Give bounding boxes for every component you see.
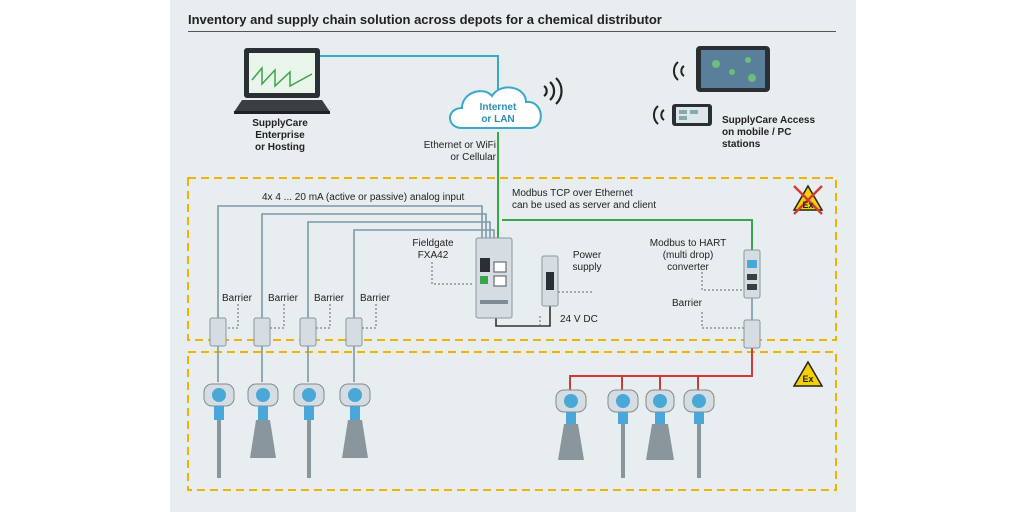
ex-hazard-symbol-zone1: Ex	[792, 360, 824, 387]
modbus-hart-converter-icon	[743, 249, 761, 299]
barrier-label-4: Barrier	[360, 293, 391, 304]
fieldgate-device-icon	[475, 237, 513, 319]
callout-lines	[224, 262, 744, 329]
modbus-tcp-link	[502, 219, 753, 250]
zone-2-boundary	[187, 177, 837, 341]
barrier-label-1: Barrier	[222, 293, 253, 304]
barrier-label-hart: Barrier	[672, 298, 703, 309]
diagram-title: Inventory and supply chain solution acro…	[188, 12, 662, 27]
barrier-icons	[209, 317, 761, 349]
barrier-label-3: Barrier	[314, 293, 345, 304]
modbus-tcp-label: Modbus TCP over Ethernet can be used as …	[512, 188, 656, 211]
tablet-icon	[696, 46, 770, 92]
title-rule	[188, 31, 836, 32]
barrier-to-device-lines	[217, 345, 355, 382]
ex-label-zone2: Ex	[802, 200, 813, 210]
dc-power-line	[495, 306, 551, 327]
hart-instrument-icons	[555, 389, 715, 478]
dc-label: 24 V DC	[560, 314, 598, 325]
laptop-icon	[234, 48, 330, 114]
supplycare-access-label: SupplyCare Access on mobile / PC station…	[722, 115, 816, 150]
ex-hazard-symbol-zone2: Ex	[792, 184, 824, 215]
tablet-wifi-icon	[672, 61, 685, 81]
enterprise-label: SupplyCare Enterprise or Hosting	[252, 118, 308, 153]
ex-label-zone1: Ex	[802, 374, 813, 384]
power-supply-label: Power supply	[572, 250, 602, 273]
wifi-signal-icon	[543, 77, 563, 105]
field-instrument-icons	[203, 383, 371, 478]
power-supply-icon	[541, 255, 559, 307]
barrier-label-2: Barrier	[268, 293, 299, 304]
cloud-label: Internet or LAN	[479, 102, 517, 125]
fieldgate-label: Fieldgate FXA42	[412, 238, 454, 261]
analog-input-lines	[217, 205, 495, 322]
analog-input-label: 4x 4 ... 20 mA (active or passive) analo…	[262, 192, 465, 203]
cloud-icon	[449, 86, 542, 129]
zone-1-boundary	[187, 351, 837, 491]
phone-icon	[672, 104, 712, 126]
phone-wifi-icon	[652, 105, 665, 125]
modbus-hart-label: Modbus to HART (multi drop) converter	[649, 238, 727, 273]
ethernet-label: Ethernet or WiFi or Cellular	[423, 140, 496, 163]
hart-multidrop-lines	[569, 346, 753, 392]
